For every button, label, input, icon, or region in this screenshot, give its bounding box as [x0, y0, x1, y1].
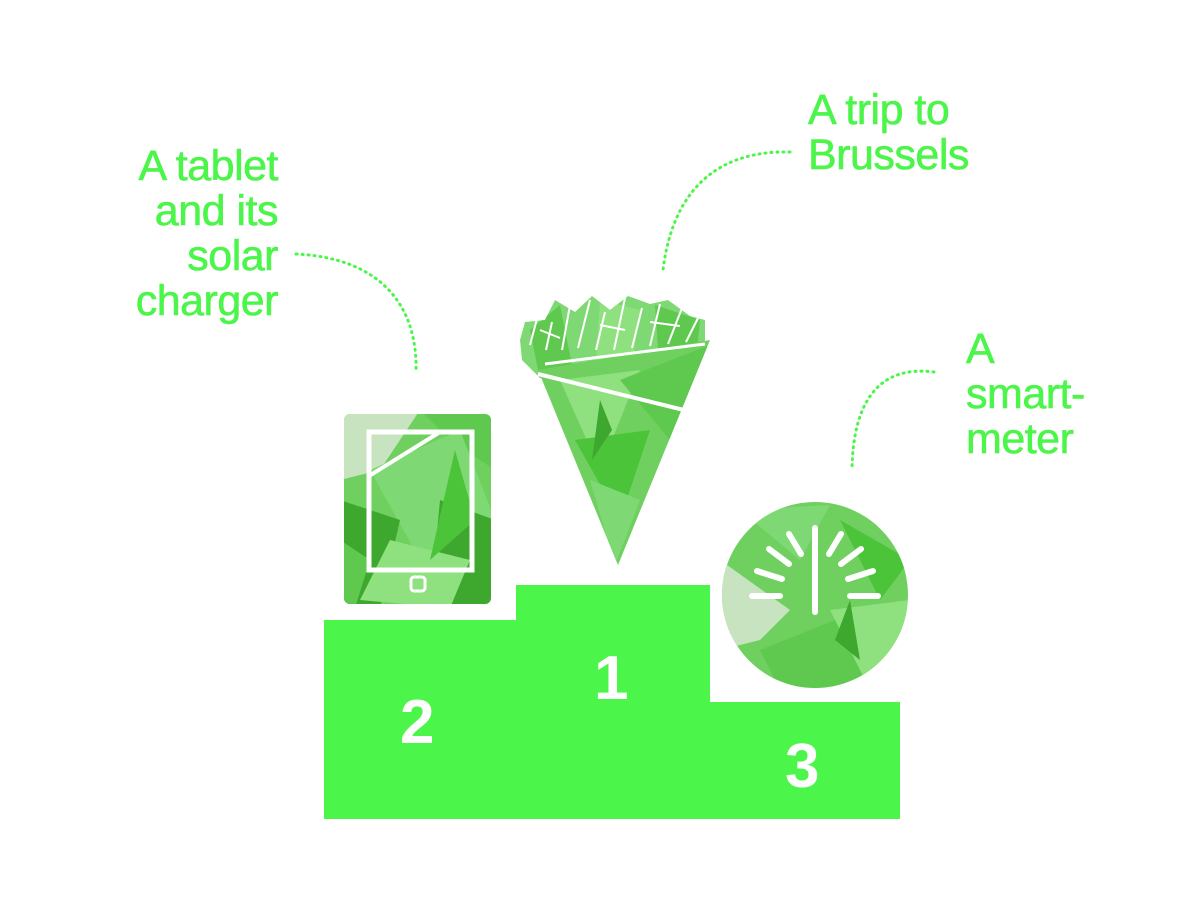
fries-cone-icon — [520, 296, 710, 565]
connector-meter — [850, 369, 936, 472]
prize-label-line: solar — [187, 232, 279, 280]
prize-label-meter: A smart- meter — [966, 325, 1086, 463]
prize-label-line: Brussels — [808, 131, 970, 179]
podium — [324, 585, 900, 819]
prize-label-line: smart- — [966, 370, 1086, 418]
prize-label-brussels: A trip to Brussels — [808, 86, 970, 179]
prize-label-line: A tablet — [138, 142, 279, 190]
prize-label-line: A — [966, 325, 995, 373]
tablet-icon — [344, 414, 491, 604]
podium-step-1 — [516, 585, 710, 819]
podium-rank-2: 2 — [400, 688, 435, 757]
prize-label-line: and its — [154, 187, 278, 235]
prize-label-line: A trip to — [808, 86, 950, 134]
podium-rank-1: 1 — [594, 644, 629, 713]
connector-tablet — [294, 252, 418, 374]
prize-label-tablet: A tablet and its solar charger — [60, 142, 279, 325]
connector-lines — [294, 150, 936, 472]
podium-rank-3: 3 — [785, 732, 820, 801]
podium-step-3 — [708, 702, 900, 819]
podium-step-2 — [324, 620, 518, 819]
smart-meter-icon — [722, 502, 908, 688]
connector-brussels — [661, 150, 792, 272]
prize-label-line: meter — [966, 415, 1075, 463]
prize-label-line: charger — [135, 277, 278, 325]
